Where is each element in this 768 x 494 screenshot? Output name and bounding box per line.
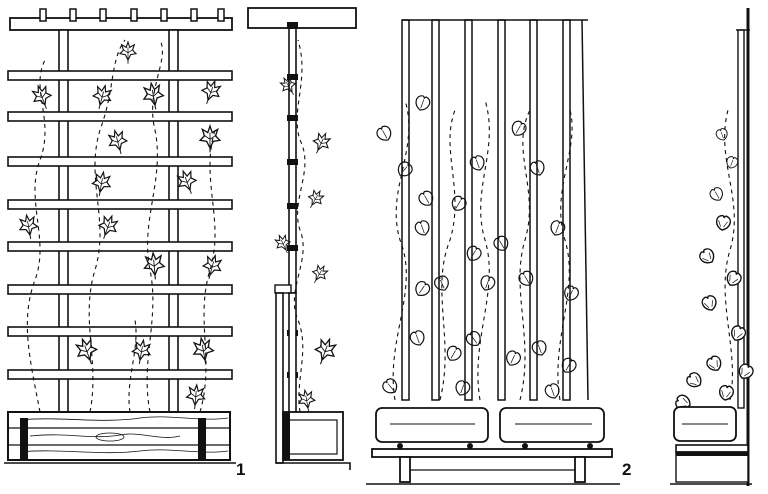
planter-box-front [4, 411, 236, 464]
slat-trellis-front-view [366, 19, 620, 485]
vine-leaves [17, 41, 225, 411]
horizontal-slats [7, 70, 233, 380]
top-pegs [39, 8, 225, 22]
trellis-side-view [247, 7, 357, 470]
figure-label-1: 1 [236, 460, 246, 479]
trellis-front-view [4, 8, 236, 464]
slat-trellis-side-view [670, 8, 756, 486]
vine-stems [26, 39, 216, 413]
bench [371, 448, 613, 483]
figure-label-2: 2 [622, 460, 632, 479]
slat-planters [375, 407, 605, 443]
